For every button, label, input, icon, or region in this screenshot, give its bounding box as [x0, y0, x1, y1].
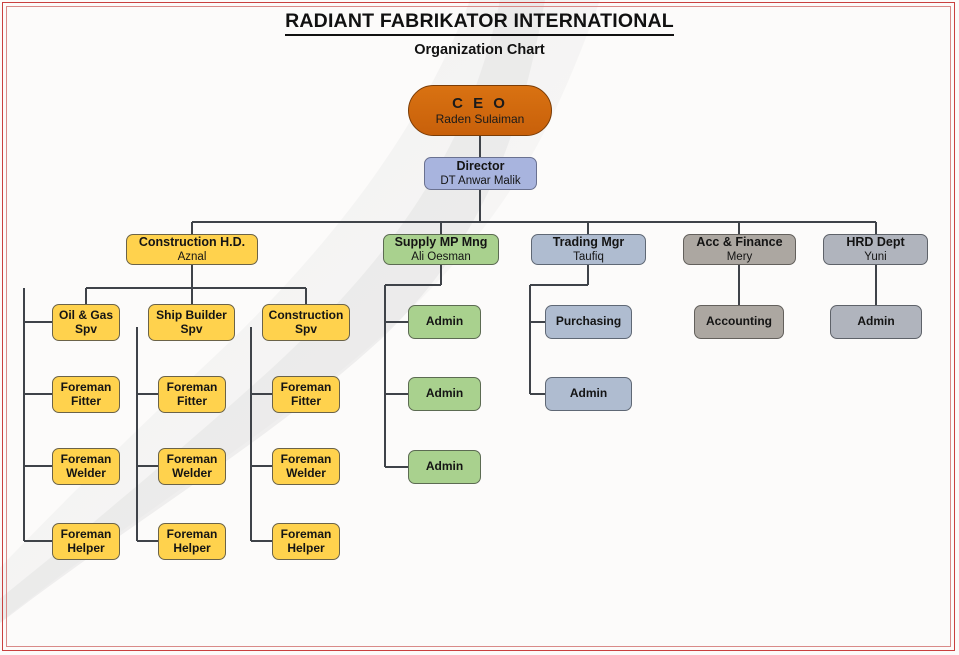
node-trading-mgr[interactable]: Trading Mgr Taufiq — [531, 234, 646, 265]
node-hrd-dept-person: Yuni — [864, 250, 887, 263]
node-cs-fitter-role: Foreman — [280, 379, 332, 394]
node-construction-hd-role: Construction H.D. — [138, 235, 246, 250]
node-hrd-dept-role: HRD Dept — [846, 235, 905, 250]
node-acc-finance[interactable]: Acc & Finance Mery — [683, 234, 796, 265]
node-construction-hd-person: Aznal — [177, 250, 207, 263]
node-cs-welder-role: Foreman — [280, 451, 332, 466]
node-purchasing[interactable]: Purchasing — [545, 305, 632, 339]
node-og-welder-role2: Welder — [66, 465, 106, 480]
node-oil-gas-foreman-welder[interactable]: Foreman Welder — [52, 448, 120, 485]
node-acc-finance-role: Acc & Finance — [696, 235, 783, 250]
node-construction-spv[interactable]: Construction Spv — [262, 304, 350, 341]
node-supply-admin-1[interactable]: Admin — [408, 305, 481, 339]
node-supply-admin-3[interactable]: Admin — [408, 450, 481, 484]
node-og-fitter-role2: Fitter — [71, 393, 101, 408]
node-acc-finance-person: Mery — [726, 250, 753, 263]
node-ceo[interactable]: C E O Raden Sulaiman — [408, 85, 552, 136]
node-og-welder-role: Foreman — [60, 451, 112, 466]
node-accounting-role: Accounting — [706, 314, 772, 329]
node-hrd-admin[interactable]: Admin — [830, 305, 922, 339]
node-oil-gas-foreman-helper[interactable]: Foreman Helper — [52, 523, 120, 560]
node-supply-admin-1-role: Admin — [425, 314, 464, 329]
node-og-helper-role: Foreman — [60, 526, 112, 541]
node-ceo-person: Raden Sulaiman — [435, 111, 525, 126]
node-sb-helper-role: Foreman — [166, 526, 218, 541]
node-trading-admin-role: Admin — [569, 386, 608, 401]
node-supply-admin-2-role: Admin — [425, 386, 464, 401]
chart-heading: RADIANT FABRIKATOR INTERNATIONAL Organiz… — [0, 10, 959, 58]
node-supply-mp-mng[interactable]: Supply MP Mng Ali Oesman — [383, 234, 499, 265]
node-purchasing-role: Purchasing — [555, 314, 622, 329]
node-ceo-role: C E O — [452, 94, 508, 112]
node-accounting[interactable]: Accounting — [694, 305, 784, 339]
page-title: RADIANT FABRIKATOR INTERNATIONAL — [285, 10, 674, 37]
node-oil-gas-spv-role: Oil & Gas — [58, 307, 114, 322]
node-trading-admin[interactable]: Admin — [545, 377, 632, 411]
node-cs-fitter-role2: Fitter — [291, 393, 321, 408]
node-director-person: DT Anwar Malik — [440, 174, 521, 187]
node-ship-builder-spv-role2: Spv — [180, 321, 203, 336]
node-ship-builder-foreman-fitter[interactable]: Foreman Fitter — [158, 376, 226, 413]
node-director-role: Director — [456, 159, 505, 174]
node-oil-gas-spv[interactable]: Oil & Gas Spv — [52, 304, 120, 341]
node-construction-spv-role: Construction — [268, 307, 344, 322]
node-oil-gas-spv-role2: Spv — [74, 321, 97, 336]
node-oil-gas-foreman-fitter[interactable]: Foreman Fitter — [52, 376, 120, 413]
node-sb-welder-role: Foreman — [166, 451, 218, 466]
node-trading-mgr-person: Taufiq — [573, 250, 604, 263]
node-cs-helper-role: Foreman — [280, 526, 332, 541]
node-construction-foreman-helper[interactable]: Foreman Helper — [272, 523, 340, 560]
node-og-fitter-role: Foreman — [60, 379, 112, 394]
node-ship-builder-spv-role: Ship Builder — [156, 307, 227, 322]
node-cs-helper-role2: Helper — [287, 540, 325, 555]
node-construction-spv-role2: Spv — [294, 321, 317, 336]
node-og-helper-role2: Helper — [67, 540, 105, 555]
node-hrd-dept[interactable]: HRD Dept Yuni — [823, 234, 928, 265]
node-construction-hd[interactable]: Construction H.D. Aznal — [126, 234, 258, 265]
node-sb-welder-role2: Welder — [172, 465, 212, 480]
node-construction-foreman-fitter[interactable]: Foreman Fitter — [272, 376, 340, 413]
node-supply-admin-3-role: Admin — [425, 459, 464, 474]
node-hrd-admin-role: Admin — [857, 314, 895, 329]
node-supply-mp-mng-role: Supply MP Mng — [394, 235, 488, 250]
node-construction-foreman-welder[interactable]: Foreman Welder — [272, 448, 340, 485]
node-ship-builder-foreman-helper[interactable]: Foreman Helper — [158, 523, 226, 560]
node-director[interactable]: Director DT Anwar Malik — [424, 157, 537, 190]
node-sb-fitter-role: Foreman — [166, 379, 218, 394]
node-cs-welder-role2: Welder — [286, 465, 326, 480]
node-sb-helper-role2: Helper — [173, 540, 211, 555]
node-ship-builder-foreman-welder[interactable]: Foreman Welder — [158, 448, 226, 485]
node-sb-fitter-role2: Fitter — [177, 393, 207, 408]
page-subtitle: Organization Chart — [414, 42, 545, 59]
node-supply-mp-mng-person: Ali Oesman — [411, 250, 471, 263]
node-supply-admin-2[interactable]: Admin — [408, 377, 481, 411]
node-trading-mgr-role: Trading Mgr — [552, 235, 625, 250]
node-ship-builder-spv[interactable]: Ship Builder Spv — [148, 304, 235, 341]
